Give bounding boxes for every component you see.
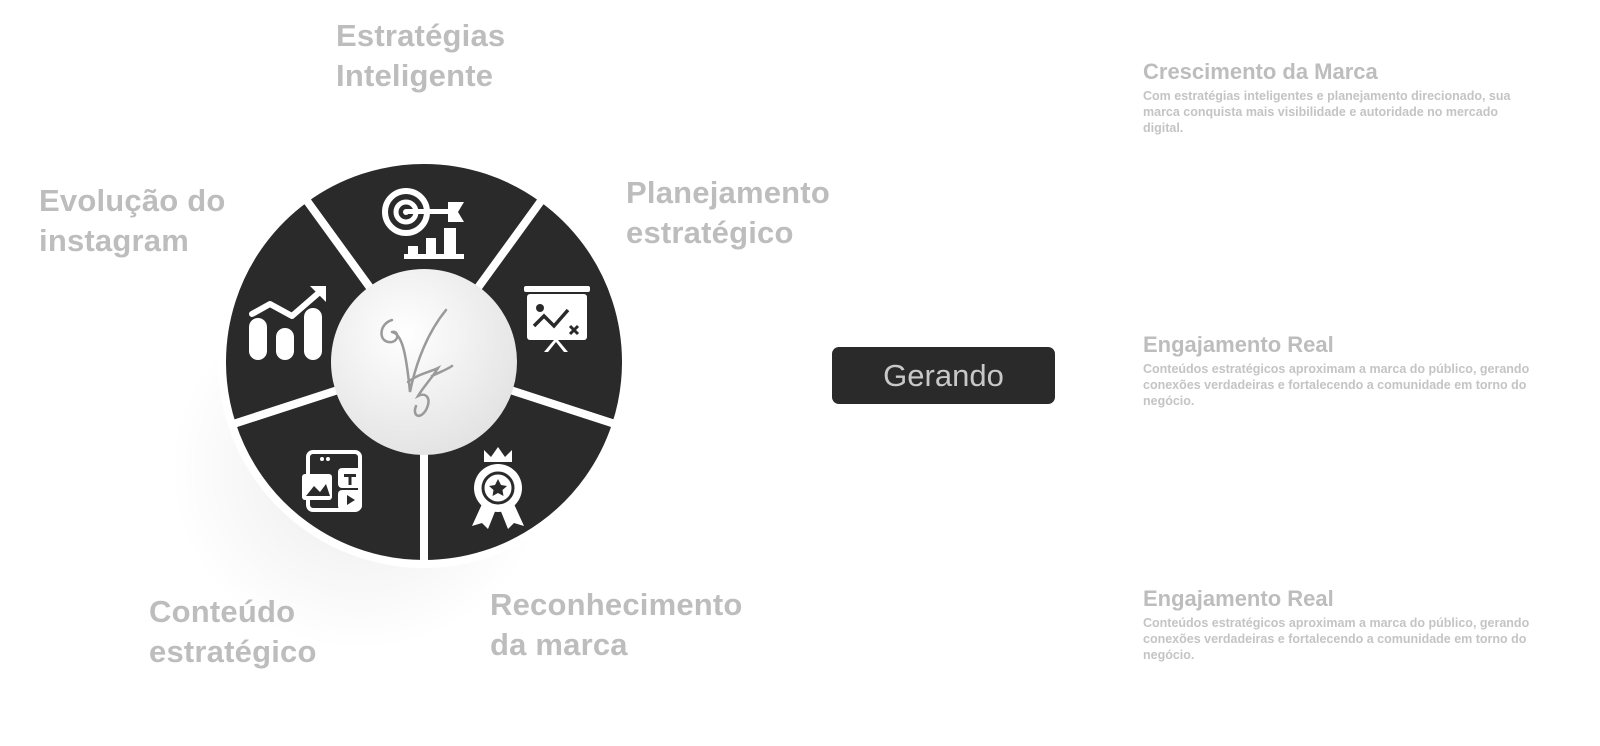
strategy-wheel xyxy=(170,160,626,650)
gerando-button[interactable]: Gerando xyxy=(832,347,1055,404)
center-circle xyxy=(331,269,517,455)
label-line: estratégico xyxy=(149,634,317,669)
label-line: Planejamento xyxy=(626,175,830,210)
target-chart-icon xyxy=(382,188,464,259)
label-line: Reconhecimento xyxy=(490,587,743,622)
label-estrategias-inteligente: Estratégias Inteligente xyxy=(336,16,505,96)
card-body: Com estratégias inteligentes e planejame… xyxy=(1143,89,1511,135)
label-line: Estratégias xyxy=(336,18,506,53)
label-evolucao-instagram: Evolução do instagram xyxy=(39,181,226,261)
label-line: Evolução do xyxy=(39,183,226,218)
card-title: Engajamento Real xyxy=(1143,332,1334,357)
growth-chart-icon xyxy=(249,286,326,360)
card-title: Crescimento da Marca xyxy=(1143,59,1378,84)
label-reconhecimento-da-marca: Reconhecimento da marca xyxy=(490,585,743,665)
presentation-board-icon xyxy=(524,286,590,352)
content-media-icon xyxy=(302,450,362,512)
award-badge-icon xyxy=(472,447,524,529)
info-card: Crescimento da Marca Com estratégias int… xyxy=(1143,58,1543,136)
card-title: Engajamento Real xyxy=(1143,586,1334,611)
info-card: Engajamento Real Conteúdos estratégicos … xyxy=(1143,585,1543,663)
label-line: instagram xyxy=(39,223,189,258)
card-body: Conteúdos estratégicos aproximam a marca… xyxy=(1143,362,1530,408)
label-line: estratégico xyxy=(626,215,794,250)
card-body: Conteúdos estratégicos aproximam a marca… xyxy=(1143,616,1530,662)
label-line: da marca xyxy=(490,627,628,662)
label-line: Inteligente xyxy=(336,58,494,93)
info-card: Engajamento Real Conteúdos estratégicos … xyxy=(1143,331,1543,409)
vz-logo xyxy=(380,308,454,418)
label-planejamento-estrategico: Planejamento estratégico xyxy=(626,173,830,253)
